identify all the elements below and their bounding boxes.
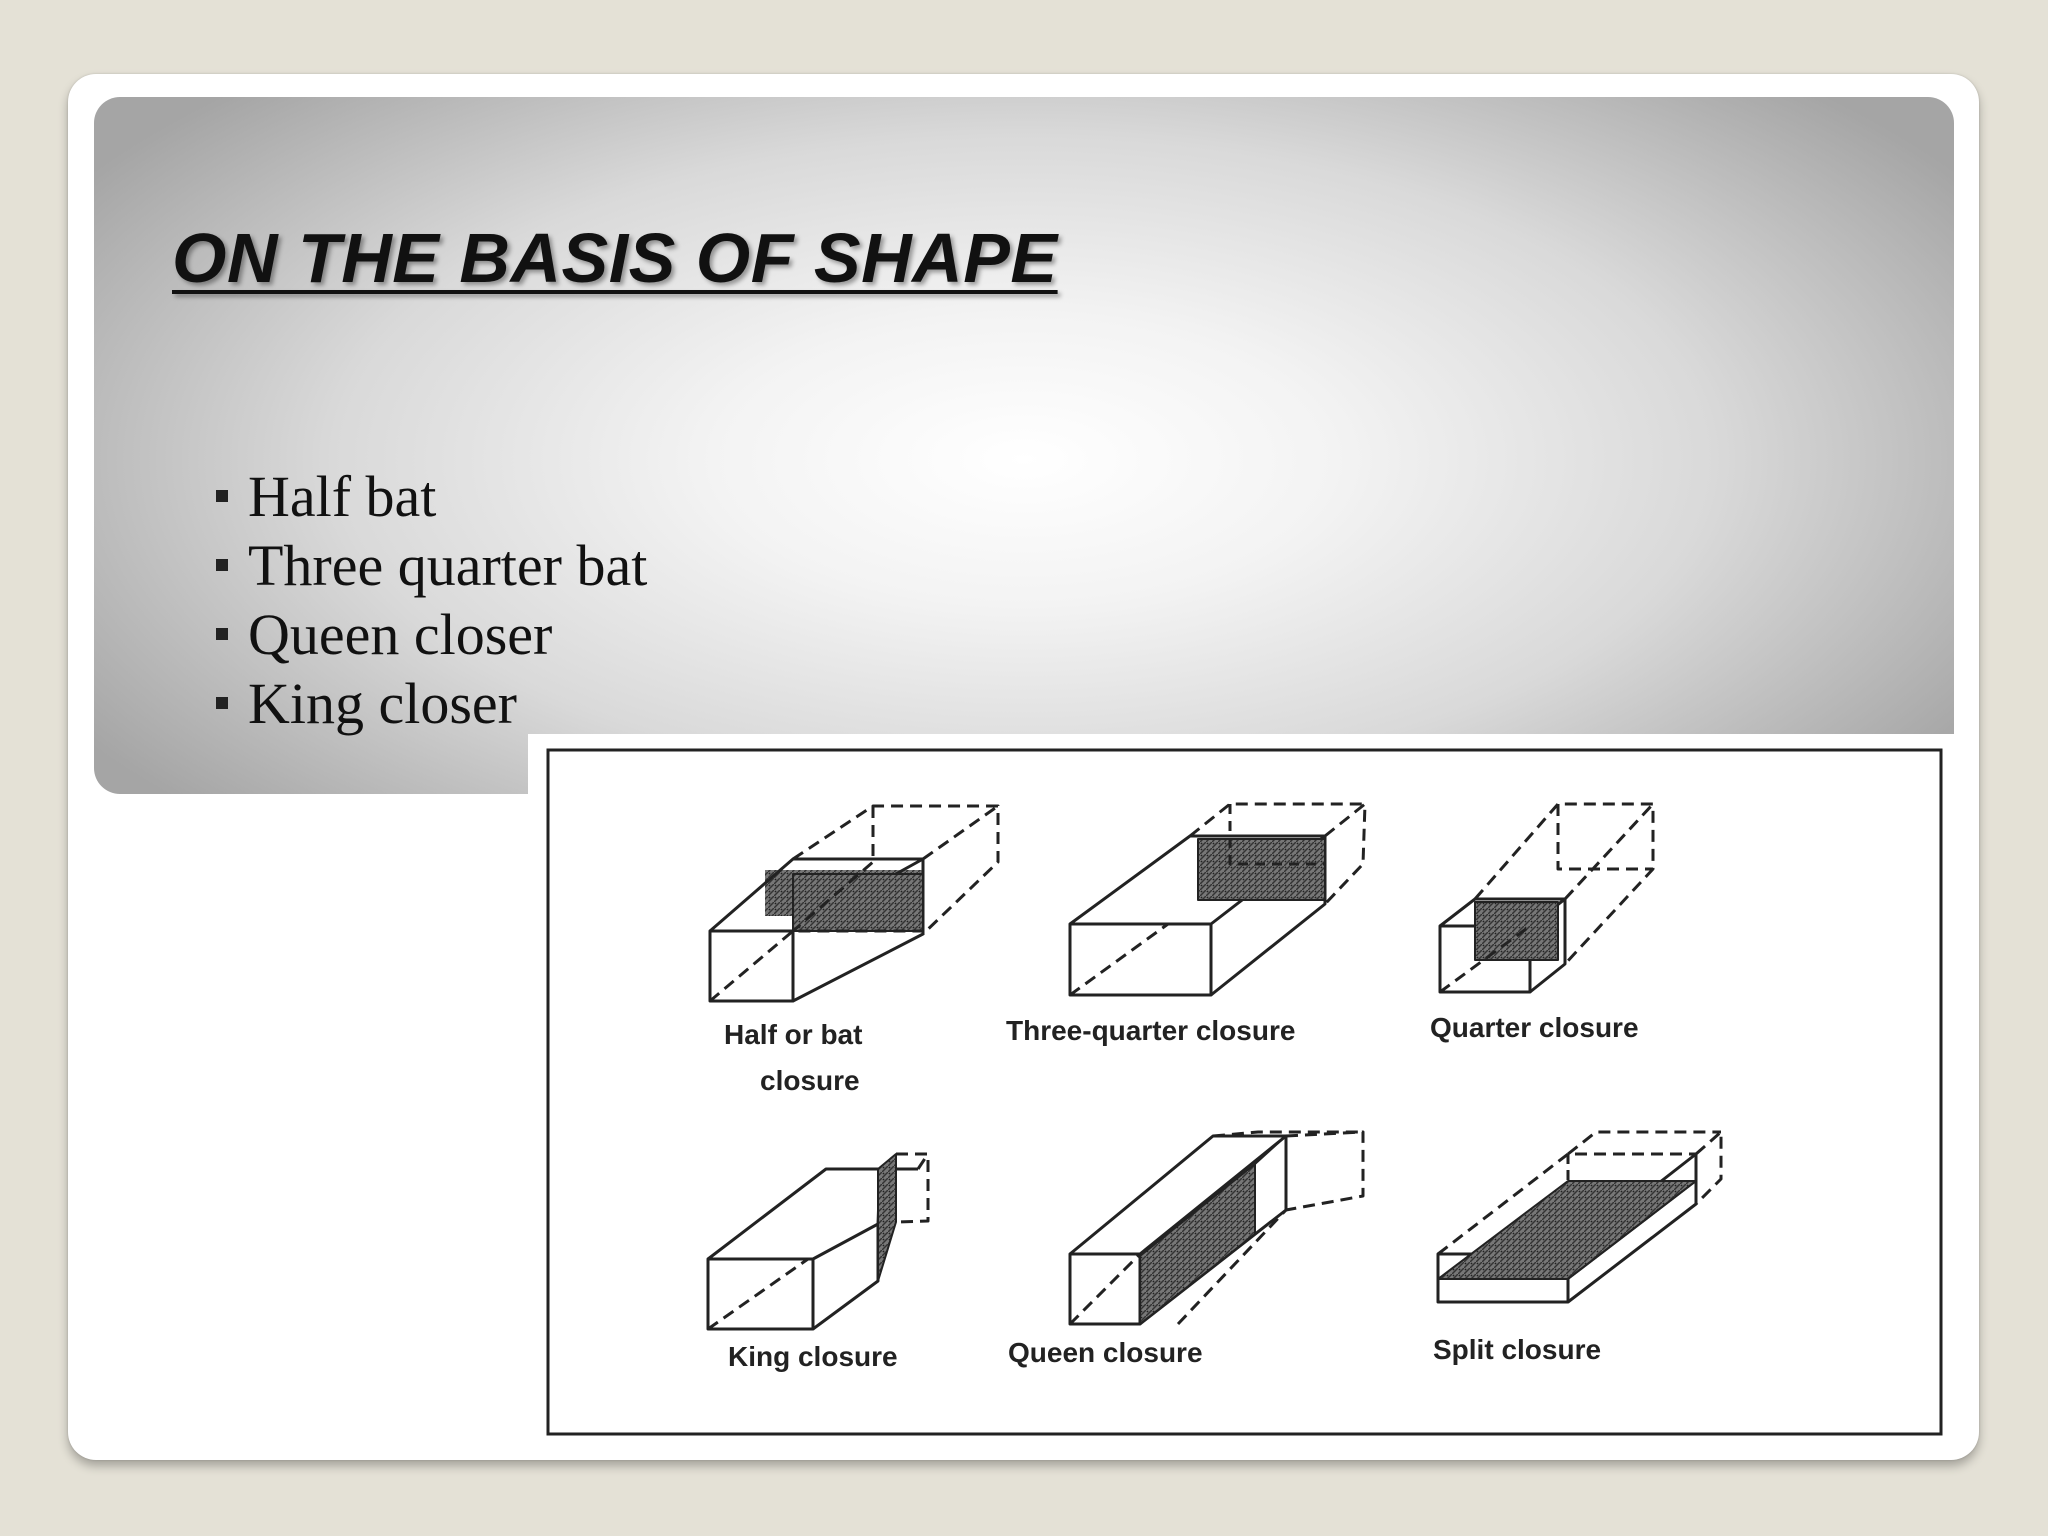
bullet-text: Half bat xyxy=(248,464,437,529)
label-half-bat-closure-line2: closure xyxy=(760,1065,860,1096)
label-queen-closure: Queen closure xyxy=(1008,1337,1203,1368)
bullet-item-three-quarter-bat: Three quarter bat xyxy=(208,531,647,600)
bullet-list: Half bat Three quarter bat Queen closer … xyxy=(208,462,647,738)
brick-closures-figure: Half or bat closure Three-quarter closur… xyxy=(528,734,1958,1450)
half-bat-closure-brick xyxy=(708,804,1000,1003)
bullet-item-king-closer: King closer xyxy=(208,669,647,738)
label-quarter-closure: Quarter closure xyxy=(1430,1012,1639,1043)
queen-closure-brick xyxy=(1068,1130,1365,1326)
square-bullet-icon xyxy=(216,490,228,502)
brick-closures-diagram: Half or bat closure Three-quarter closur… xyxy=(546,748,1943,1436)
square-bullet-icon xyxy=(216,628,228,640)
label-split-closure: Split closure xyxy=(1433,1334,1601,1365)
label-three-quarter-closure: Three-quarter closure xyxy=(1006,1015,1295,1046)
bullet-text: Queen closer xyxy=(248,602,553,667)
bullet-item-half-bat: Half bat xyxy=(208,462,647,531)
square-bullet-icon xyxy=(216,559,228,571)
three-quarter-closure-brick xyxy=(1068,802,1367,997)
square-bullet-icon xyxy=(216,697,228,709)
split-closure-brick xyxy=(1436,1130,1723,1304)
bullet-text: King closer xyxy=(248,671,517,736)
label-king-closure: King closure xyxy=(728,1341,898,1372)
king-closure-brick xyxy=(706,1152,930,1331)
header-panel xyxy=(94,97,1954,794)
bullet-text: Three quarter bat xyxy=(248,533,648,598)
slide-title: ON THE BASIS OF SHAPE xyxy=(172,219,1058,297)
label-half-bat-closure-line1: Half or bat xyxy=(724,1019,862,1050)
quarter-closure-brick xyxy=(1438,802,1655,994)
bullet-item-queen-closer: Queen closer xyxy=(208,600,647,669)
